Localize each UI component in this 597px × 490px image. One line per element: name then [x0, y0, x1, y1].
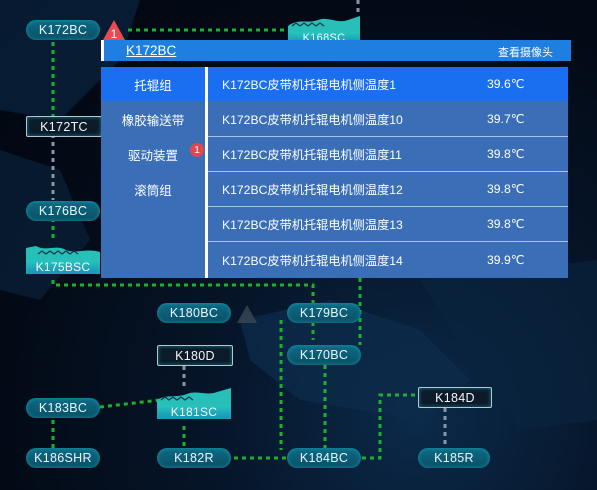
sensor-value: 39.8℃	[487, 147, 525, 161]
node-k183bc[interactable]: K183BC	[26, 398, 100, 418]
popup-title[interactable]: K172BC	[126, 43, 177, 58]
node-k179bc[interactable]: K179BC	[287, 303, 361, 323]
view-camera-link[interactable]: 查看摄像头	[498, 47, 553, 59]
sensor-value: 39.8℃	[487, 217, 525, 231]
node-k184d[interactable]: K184D	[418, 387, 492, 408]
node-k180d[interactable]: K180D	[157, 345, 233, 366]
sensor-value: 39.9℃	[487, 253, 525, 267]
menu-item-drive-unit[interactable]: 驱动装置 1	[101, 137, 205, 171]
sensor-value: 39.8℃	[487, 182, 525, 196]
table-row[interactable]: K172BC皮带机托辊电机侧温度14 39.9℃	[208, 242, 568, 278]
menu-item-rubber-belt[interactable]: 橡胶输送带	[101, 102, 205, 136]
table-row[interactable]: K172BC皮带机托辊电机侧温度12 39.8℃	[208, 172, 568, 207]
k181sc-wave-icon	[157, 388, 231, 406]
node-k181sc[interactable]: K181SC	[157, 405, 231, 419]
table-row[interactable]: K172BC皮带机托辊电机侧温度11 39.8℃	[208, 137, 568, 172]
sensor-name: K172BC皮带机托辊电机侧温度12	[222, 183, 403, 197]
node-k176bc[interactable]: K176BC	[26, 201, 100, 221]
sensor-value: 39.6℃	[487, 76, 525, 91]
menu-item-idler-group[interactable]: 托辊组	[101, 67, 205, 101]
k168sc-wave-icon	[288, 16, 360, 34]
sensor-name: K172BC皮带机托辊电机侧温度10	[222, 112, 403, 127]
device-detail-popup: K172BC 查看摄像头 托辊组 橡胶输送带 驱动装置 1 滚筒组 K172BC…	[101, 40, 571, 278]
menu-item-label: 橡胶输送带	[121, 113, 185, 128]
alert-badge: 1	[190, 143, 204, 157]
sensor-name: K172BC皮带机托辊电机侧温度14	[222, 254, 403, 268]
category-menu: 托辊组 橡胶输送带 驱动装置 1 滚筒组	[101, 67, 205, 278]
table-row[interactable]: K172BC皮带机托辊电机侧温度10 39.7℃	[208, 101, 568, 137]
sensor-name: K172BC皮带机托辊电机侧温度13	[222, 218, 403, 232]
k175bsc-wave-icon	[26, 246, 100, 262]
table-row[interactable]: K172BC皮带机托辊电机侧温度13 39.8℃	[208, 207, 568, 242]
menu-item-label: 托辊组	[134, 78, 172, 93]
node-k184bc[interactable]: K184BC	[287, 448, 361, 468]
node-k172tc[interactable]: K172TC	[26, 116, 102, 137]
menu-divider	[205, 67, 208, 278]
sensor-name: K172BC皮带机托辊电机侧温度11	[222, 148, 402, 162]
temperature-table: K172BC皮带机托辊电机侧温度1 39.6℃ K172BC皮带机托辊电机侧温度…	[208, 67, 568, 278]
popup-header: K172BC 查看摄像头	[101, 40, 571, 61]
node-k185r[interactable]: K185R	[418, 448, 490, 468]
table-row[interactable]: K172BC皮带机托辊电机侧温度1 39.6℃	[208, 67, 568, 101]
node-k175bsc[interactable]: K175BSC	[26, 260, 100, 274]
menu-item-drum-group[interactable]: 滚筒组	[101, 172, 205, 206]
node-k186shr[interactable]: K186SHR	[26, 448, 100, 468]
node-k172bc[interactable]: K172BC	[26, 20, 100, 40]
menu-item-label: 滚筒组	[134, 183, 172, 198]
node-k170bc[interactable]: K170BC	[287, 345, 361, 365]
node-k182r[interactable]: K182R	[157, 448, 231, 468]
warning-icon-dim	[237, 305, 257, 323]
warning-icon[interactable]: 1	[102, 19, 126, 41]
warning-count: 1	[111, 27, 118, 41]
node-k180bc[interactable]: K180BC	[157, 303, 231, 323]
sensor-name: K172BC皮带机托辊电机侧温度1	[222, 77, 397, 92]
sensor-value: 39.7℃	[487, 111, 525, 126]
menu-item-label: 驱动装置	[127, 148, 178, 163]
